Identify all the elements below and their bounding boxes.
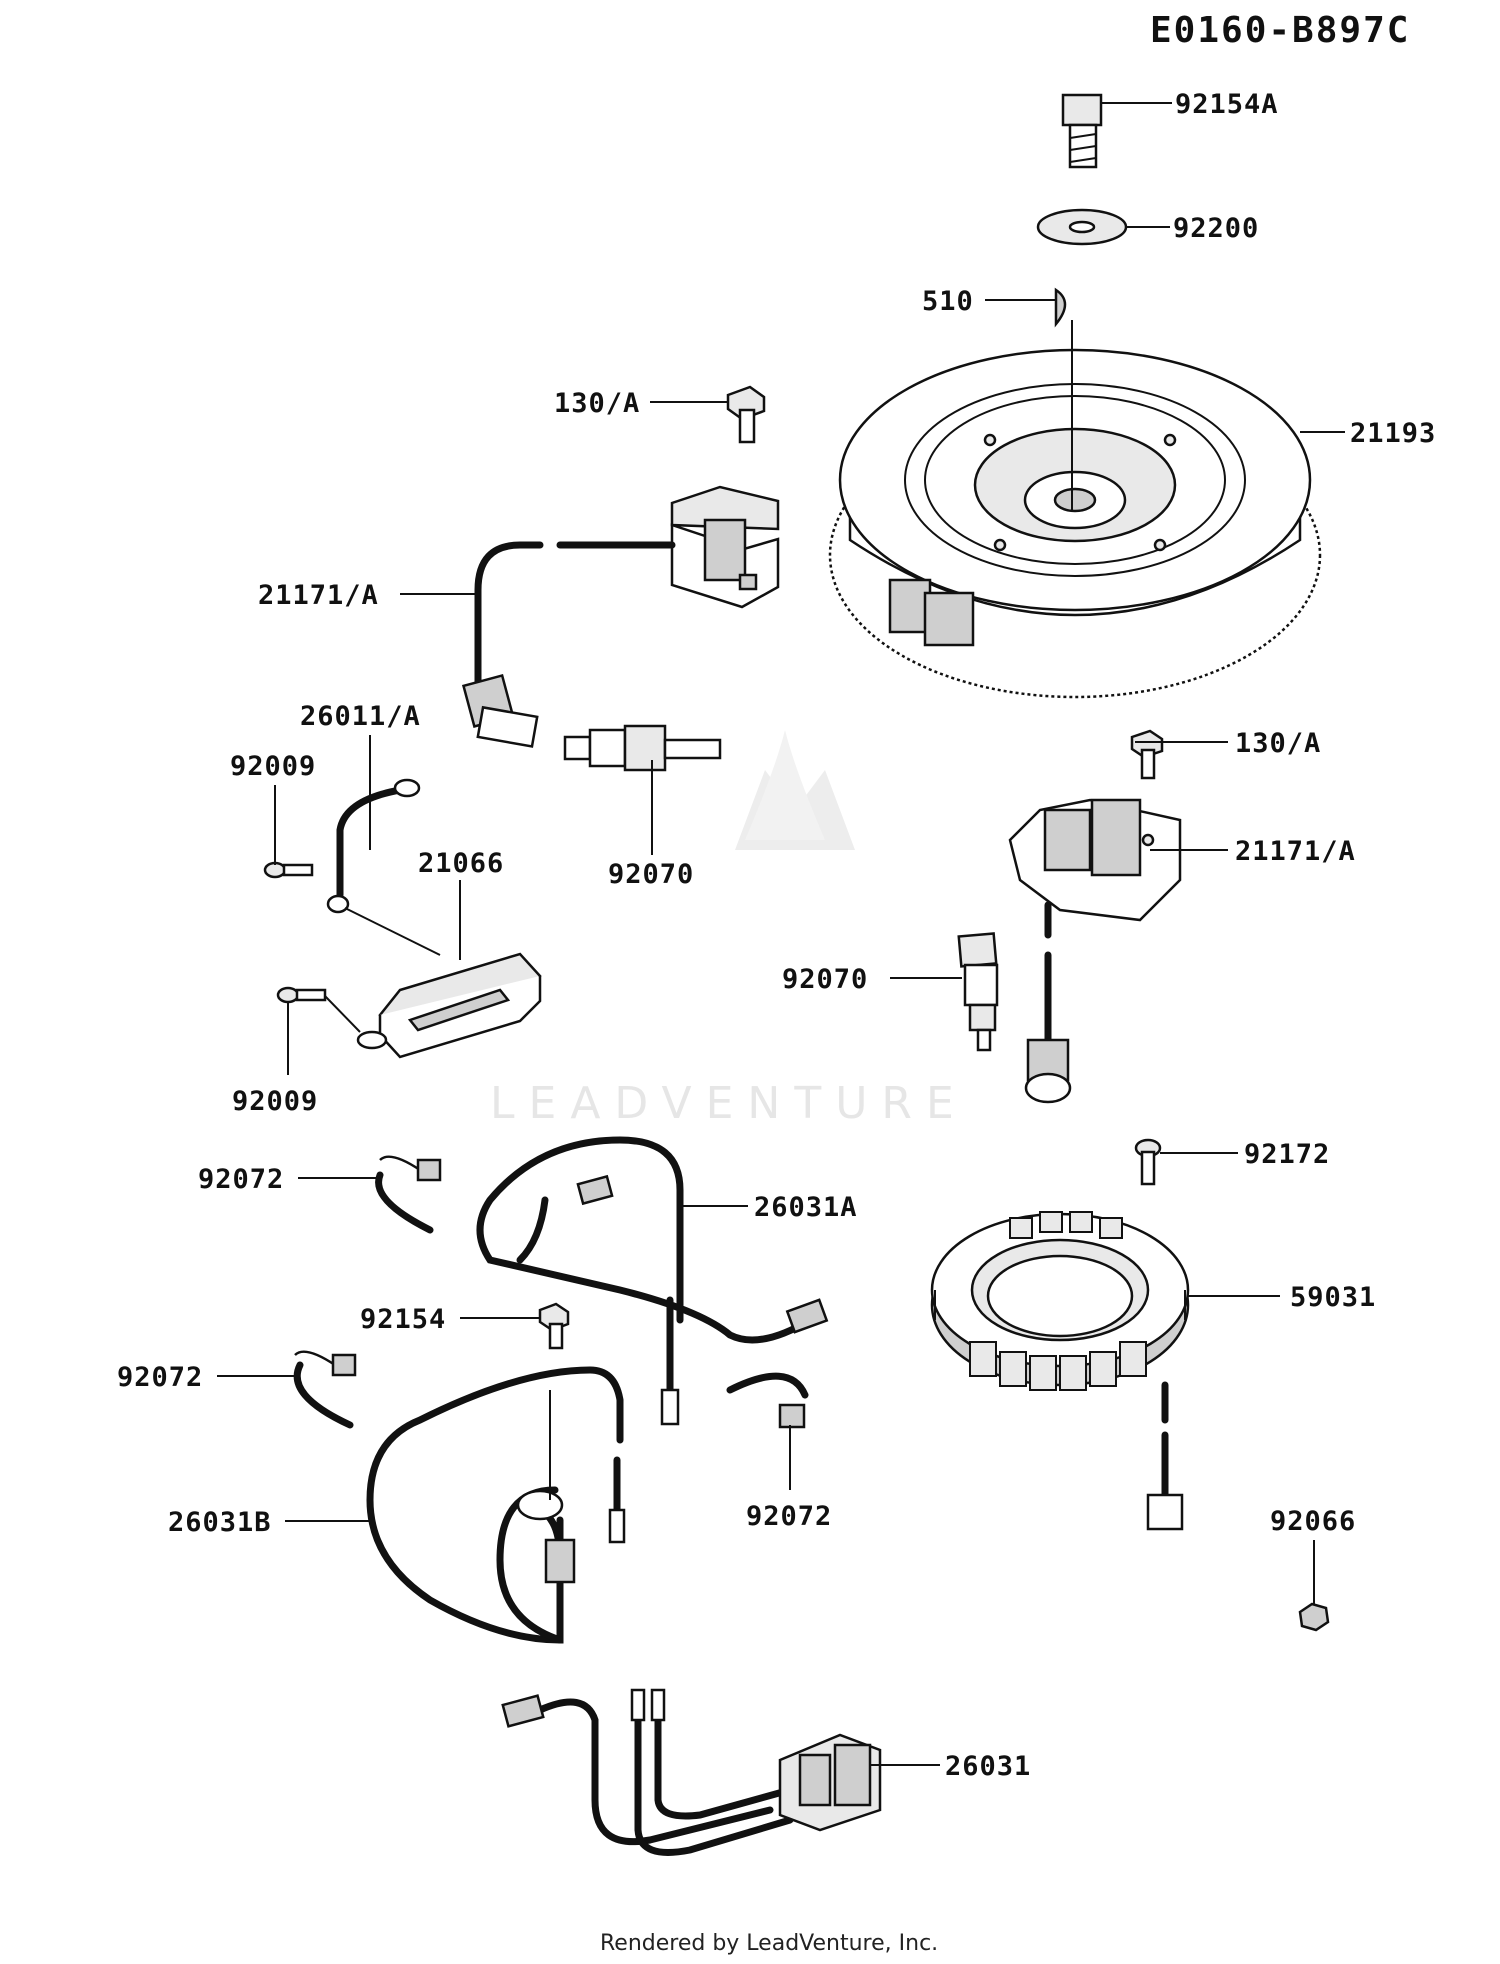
callout-92066: 92066 xyxy=(1270,1506,1356,1537)
key-510[interactable] xyxy=(1054,287,1067,328)
watermark: LEADVENTURE xyxy=(490,730,968,1129)
callout-92009-upper: 92009 xyxy=(230,751,316,782)
callout-92072-a: 92072 xyxy=(198,1164,284,1195)
callout-21193: 21193 xyxy=(1350,418,1436,449)
ground-lead-26011a[interactable] xyxy=(326,778,441,956)
callout-92009-lower: 92009 xyxy=(232,1086,318,1117)
harness-26031b[interactable] xyxy=(366,1366,626,1644)
spark-plug-92070-lower[interactable] xyxy=(957,932,999,1052)
screw-92009-upper[interactable] xyxy=(263,861,314,879)
screw-92009-lower[interactable] xyxy=(276,986,361,1033)
coil-bolt-130a[interactable] xyxy=(726,385,766,444)
harness-26031a[interactable] xyxy=(476,1136,829,1426)
callout-92172: 92172 xyxy=(1244,1139,1330,1170)
callout-92154: 92154 xyxy=(360,1304,446,1335)
callout-21066: 21066 xyxy=(418,848,504,879)
callout-21171a-right: 21171/A xyxy=(1235,836,1356,867)
callout-26031a: 26031A xyxy=(754,1192,858,1223)
leader-lines xyxy=(217,102,1345,1766)
callout-labels: 92154A 92200 510 130/A 21193 21171/A 260… xyxy=(117,89,1436,1782)
callout-26031b: 26031B xyxy=(168,1507,272,1538)
cable-tie-92072-b[interactable] xyxy=(293,1350,357,1429)
callout-130a-upper: 130/A xyxy=(554,388,640,419)
spark-plug-92070-upper[interactable] xyxy=(563,724,722,772)
callout-92070-lower: 92070 xyxy=(782,964,868,995)
watermark-text: LEADVENTURE xyxy=(490,1078,968,1129)
callout-26011a: 26011/A xyxy=(300,701,421,732)
callout-130a-right: 130/A xyxy=(1235,728,1321,759)
cable-tie-92072-a[interactable] xyxy=(375,1155,442,1234)
callout-21171a-upper: 21171/A xyxy=(258,580,379,611)
stator-59031[interactable] xyxy=(930,1211,1190,1531)
callout-92070-upper: 92070 xyxy=(608,859,694,890)
flywheel-bolt-92154a[interactable] xyxy=(1061,93,1103,169)
ignitor-module-21066[interactable] xyxy=(356,952,542,1059)
stator-bolt-92172[interactable] xyxy=(1134,1138,1162,1186)
ignition-coil-21171a[interactable] xyxy=(461,485,780,748)
coil-bolt-130a-right[interactable] xyxy=(1130,729,1164,780)
footer-credit: Rendered by LeadVenture, Inc. xyxy=(600,1931,938,1956)
nut-92066[interactable] xyxy=(1298,1602,1330,1632)
callout-92200: 92200 xyxy=(1173,213,1259,244)
diagram-code: E0160-B897C xyxy=(1150,10,1410,51)
harness-26031[interactable] xyxy=(501,1688,882,1856)
callout-510: 510 xyxy=(922,286,974,317)
callout-92072-c: 92072 xyxy=(746,1501,832,1532)
ignition-coil-21171a-right[interactable] xyxy=(1008,798,1182,1104)
callout-92072-b: 92072 xyxy=(117,1362,203,1393)
cable-tie-92072-c[interactable] xyxy=(726,1372,809,1429)
washer-92200[interactable] xyxy=(1036,208,1128,246)
flywheel-21193[interactable] xyxy=(828,348,1322,699)
callout-92154a: 92154A xyxy=(1175,89,1279,120)
callout-59031: 59031 xyxy=(1290,1282,1376,1313)
callout-26031: 26031 xyxy=(945,1751,1031,1782)
terminal-bolt-92154[interactable] xyxy=(538,1302,570,1350)
